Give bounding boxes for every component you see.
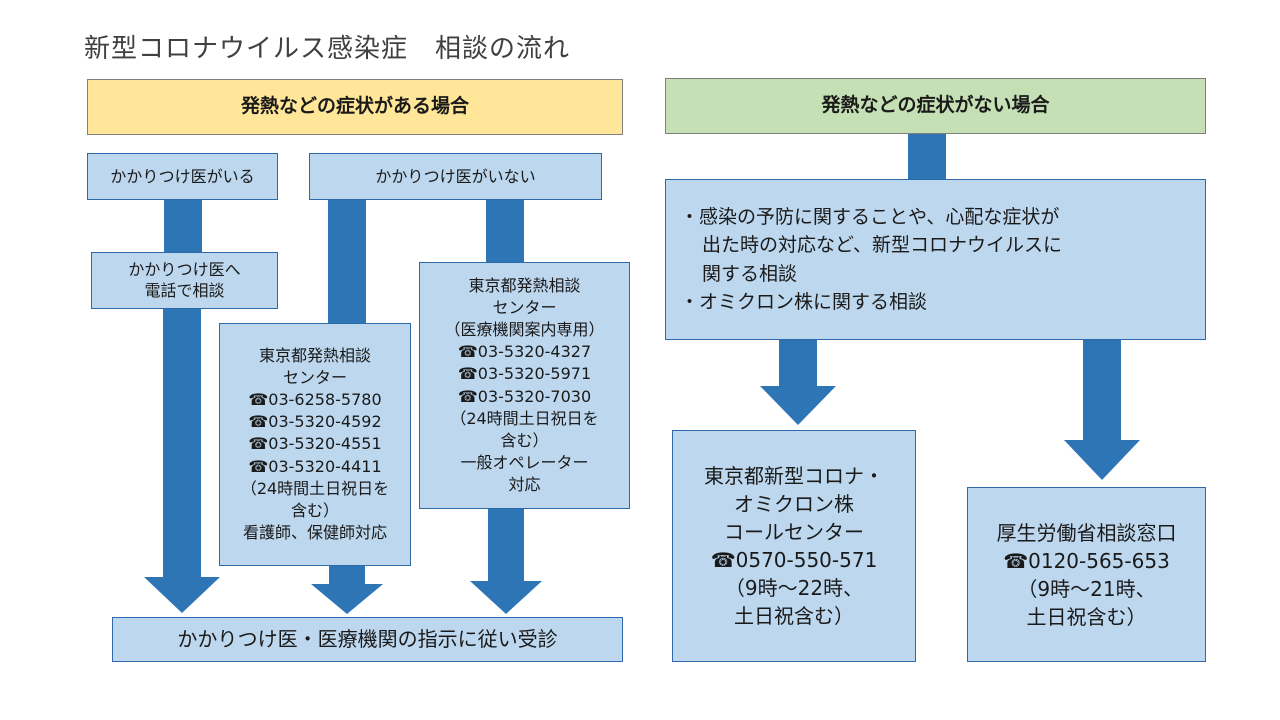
mhlw-line-1: 厚生労働省相談窓口 — [996, 520, 1177, 545]
guide-center-hours-1: （24時間土日祝日を — [450, 408, 599, 428]
nurse-center-phone-1: ☎03-6258-5780 — [248, 390, 382, 410]
mhlw-consult-box: 厚生労働省相談窓口 ☎0120-565-653 （9時～21時、 土日祝含む） — [967, 487, 1206, 662]
tokyo-center-hours-2: 土日祝含む） — [734, 604, 854, 628]
guide-center-line-2: センター — [492, 298, 557, 318]
nurse-center-line-1: 東京都発熱相談 — [258, 346, 371, 366]
consult-line-1: ・感染の予防に関することや、心配な症状が — [680, 205, 1060, 228]
mhlw-hours-1: （9時～21時、 — [1017, 576, 1156, 601]
arrow-guide-center-to-final — [470, 509, 542, 614]
consult-line-3: 関する相談 — [702, 262, 798, 285]
has-family-doctor-box: かかりつけ医がいる — [87, 153, 278, 200]
tokyo-call-center-box: 東京都新型コロナ・ オミクロン株 コールセンター ☎0570-550-571 （… — [672, 430, 916, 662]
tokyo-center-line-2: オミクロン株 — [734, 492, 854, 516]
header-without-symptoms-label: 発熱などの症状がない場合 — [821, 94, 1050, 117]
header-with-symptoms-label: 発熱などの症状がある場合 — [240, 95, 469, 118]
consult-line-2: 出た時の対応など、新型コロナウイルスに — [702, 234, 1063, 256]
connector-header-to-consult — [908, 134, 946, 179]
has-family-doctor-label: かかりつけ医がいる — [110, 166, 255, 186]
consult-line-4: ・オミクロン株に関する相談 — [680, 291, 928, 313]
arrow-call-doctor-to-final — [144, 309, 220, 613]
no-family-doctor-label: かかりつけ医がいない — [375, 166, 536, 186]
call-doctor-line-2: 電話で相談 — [144, 280, 225, 300]
tokyo-center-line-1: 東京都新型コロナ・ — [704, 464, 884, 488]
fever-center-nurse-box: 東京都発熱相談 センター ☎03-6258-5780 ☎03-5320-4592… — [219, 323, 411, 566]
tokyo-center-hours-1: （9時～22時、 — [724, 576, 864, 600]
tokyo-center-line-3: コールセンター — [724, 520, 864, 544]
guide-center-staff-1: 一般オペレーター — [460, 452, 589, 472]
connector-no-doctor-to-nurse-center — [328, 200, 366, 324]
nurse-center-phone-2: ☎03-5320-4592 — [248, 412, 382, 432]
header-with-symptoms: 発熱などの症状がある場合 — [87, 79, 623, 135]
general-consult-box: ・感染の予防に関することや、心配な症状が 出た時の対応など、新型コロナウイルスに… — [665, 179, 1206, 340]
nurse-center-line-2: センター — [282, 368, 347, 388]
nurse-center-hours-1: （24時間土日祝日を — [240, 478, 390, 498]
nurse-center-hours-2: 含む） — [290, 500, 339, 520]
header-without-symptoms: 発熱などの症状がない場合 — [665, 78, 1206, 134]
fever-center-guide-box: 東京都発熱相談 センター （医療機関案内専用） ☎03-5320-4327 ☎0… — [419, 262, 630, 509]
arrow-nurse-center-to-final — [311, 566, 383, 614]
mhlw-hours-2: 土日祝含む） — [1026, 604, 1147, 629]
arrow-consult-to-tokyo-center — [760, 340, 836, 425]
call-doctor-line-1: かかりつけ医へ — [128, 259, 241, 279]
nurse-center-phone-4: ☎03-5320-4411 — [248, 456, 382, 476]
guide-center-phone-1: ☎03-5320-4327 — [457, 342, 592, 362]
no-family-doctor-box: かかりつけ医がいない — [309, 153, 602, 200]
tokyo-center-phone: ☎0570-550-571 — [710, 548, 878, 572]
nurse-center-staff: 看護師、保健師対応 — [242, 522, 387, 542]
connector-has-doctor-to-call — [164, 200, 202, 252]
page-title: 新型コロナウイルス感染症 相談の流れ — [84, 34, 571, 64]
final-consultation-box: かかりつけ医・医療機関の指示に従い受診 — [112, 617, 623, 662]
connector-no-doctor-to-guide-center — [486, 200, 524, 262]
call-doctor-box: かかりつけ医へ 電話で相談 — [91, 252, 278, 309]
guide-center-phone-2: ☎03-5320-5971 — [457, 364, 592, 384]
arrow-consult-to-mhlw — [1064, 340, 1140, 480]
guide-center-hours-2: 含む） — [500, 430, 549, 450]
guide-center-line-3: （医療機関案内専用） — [444, 320, 605, 340]
final-consultation-label: かかりつけ医・医療機関の指示に従い受診 — [177, 627, 558, 652]
nurse-center-phone-3: ☎03-5320-4551 — [248, 434, 382, 454]
mhlw-phone: ☎0120-565-653 — [1003, 548, 1170, 573]
guide-center-phone-3: ☎03-5320-7030 — [457, 386, 592, 406]
guide-center-staff-2: 対応 — [508, 474, 541, 494]
guide-center-line-1: 東京都発熱相談 — [468, 276, 581, 296]
